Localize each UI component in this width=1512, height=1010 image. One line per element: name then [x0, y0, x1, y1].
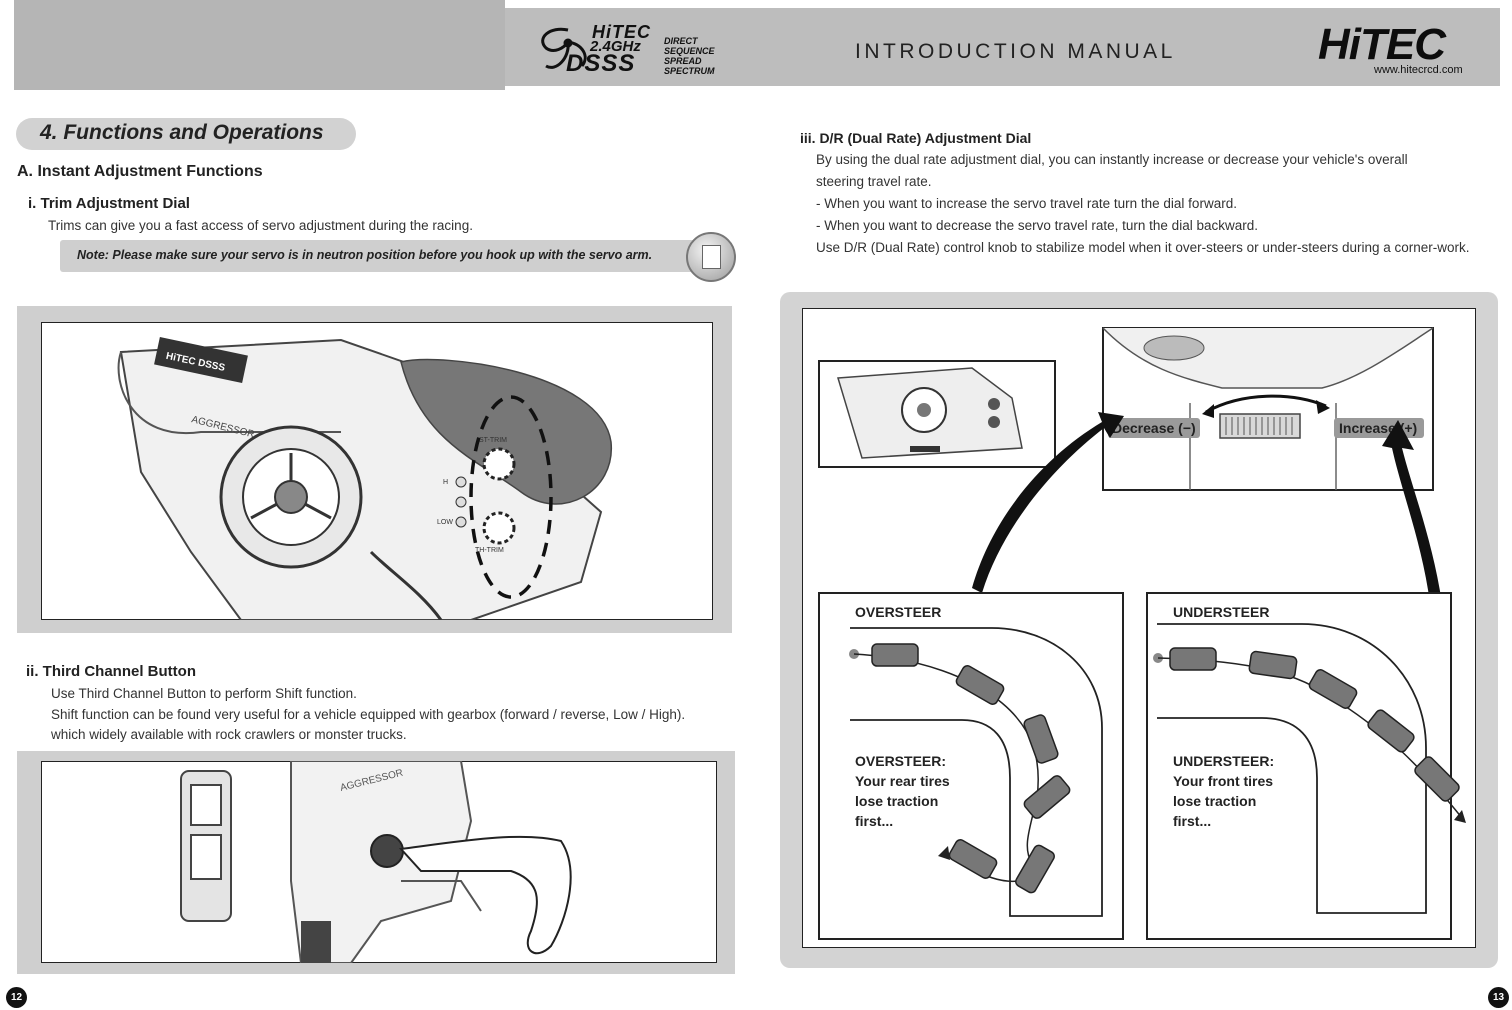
- trim-heading: i. Trim Adjustment Dial: [28, 195, 190, 212]
- decrease-badge: [1108, 418, 1200, 438]
- third-channel-figure: AGGRESSOR: [17, 751, 735, 974]
- third-channel-line-2: Shift function can be found very useful …: [51, 707, 686, 722]
- understeer-track: [1157, 623, 1427, 914]
- trim-text: Trims can give you a fast access of serv…: [48, 218, 473, 233]
- oversteer-caption-3: lose traction: [855, 793, 938, 809]
- header-right-band: [505, 8, 1500, 86]
- trim-highlight-ellipse: [469, 395, 553, 599]
- oversteer-title: OVERSTEER: [855, 604, 941, 620]
- transmitter-trim-illustration: HiTEC DSSS AGGRESSOR H LOW ST-TRIM TH-TR…: [41, 322, 713, 620]
- oversteer-cars: [871, 643, 1071, 894]
- subsection-heading: A. Instant Adjustment Functions: [17, 163, 263, 180]
- dsss-line-2: SEQUENCE: [664, 46, 715, 56]
- understeer-caption-2: Your front tires: [1173, 773, 1273, 789]
- oversteer-to-decrease-arrow: [972, 412, 1124, 593]
- dial-direction-arrow: [1205, 394, 1327, 414]
- finger-icon: [398, 835, 572, 955]
- dsss-description: DIRECT SEQUENCE SPREAD SPECTRUM: [664, 36, 715, 76]
- dsss-line-1: DIRECT: [664, 36, 698, 46]
- dual-rate-line-2: steering travel rate.: [816, 174, 932, 189]
- dsss-propeller-icon: [541, 27, 587, 69]
- section-title: 4. Functions and Operations: [40, 121, 324, 144]
- dual-rate-figure: Decrease (−) Increase (+) OVERSTEER OVER…: [780, 292, 1498, 968]
- understeer-caption-4: first...: [1173, 813, 1211, 829]
- third-channel-line-1: Use Third Channel Button to perform Shif…: [51, 686, 357, 701]
- understeer-caption-1: UNDERSTEER:: [1173, 753, 1274, 769]
- oversteer-track: [850, 627, 1103, 917]
- page-number-left: 12: [6, 987, 27, 1008]
- dsss-line-4: SPECTRUM: [664, 66, 715, 76]
- oversteer-caption-1: OVERSTEER:: [855, 753, 946, 769]
- dsss-frequency: 2.4GHz: [590, 38, 641, 55]
- third-channel-line-3: which widely available with rock crawler…: [51, 727, 407, 742]
- hitec-logo: HiTEC: [1318, 20, 1446, 69]
- brand-url: www.hitecrcd.com: [1374, 64, 1463, 76]
- fig1-high-label: H: [443, 479, 448, 486]
- note-box: [60, 240, 720, 272]
- understeer-title: UNDERSTEER: [1173, 604, 1269, 620]
- note-text: Note: Please make sure your servo is in …: [77, 248, 653, 262]
- dual-rate-line-4: - When you want to decrease the servo tr…: [816, 218, 1258, 233]
- trim-dial-figure: HiTEC DSSS AGGRESSOR H LOW ST-TRIM TH-TR…: [17, 306, 732, 633]
- third-channel-illustration: AGGRESSOR: [41, 761, 717, 963]
- understeer-caption-3: lose traction: [1173, 793, 1256, 809]
- oversteer-caption-2: Your rear tires: [855, 773, 950, 789]
- dual-rate-dial: [1219, 413, 1301, 439]
- manual-title: INTRODUCTION MANUAL: [855, 40, 1176, 63]
- dsss-line-3: SPREAD: [664, 56, 702, 66]
- understeer-cars: [1169, 647, 1460, 802]
- section-title-pill: [16, 118, 356, 150]
- understeer-to-increase-arrow: [1382, 420, 1442, 603]
- note-document-icon: [686, 232, 736, 282]
- dual-rate-line-1: By using the dual rate adjustment dial, …: [816, 152, 1408, 167]
- dsss-acronym: DSSS: [566, 50, 636, 77]
- increase-label: Increase (+): [1339, 420, 1417, 436]
- dual-rate-line-3: - When you want to increase the servo tr…: [816, 196, 1237, 211]
- oversteer-panel: [818, 592, 1124, 940]
- dual-rate-line-5: Use D/R (Dual Rate) control knob to stab…: [816, 240, 1470, 255]
- dsss-brand: HiTEC: [592, 22, 651, 42]
- fig1-th-trim-label: TH-TRIM: [475, 547, 504, 554]
- fig1-low-label: LOW: [437, 519, 453, 526]
- third-channel-heading: ii. Third Channel Button: [26, 663, 196, 680]
- fig1-st-trim-label: ST-TRIM: [479, 437, 507, 444]
- header-left-band: [14, 0, 505, 90]
- third-channel-button: [370, 834, 404, 868]
- dual-rate-heading: iii. D/R (Dual Rate) Adjustment Dial: [800, 130, 1032, 146]
- page-number-right: 13: [1488, 987, 1509, 1008]
- oversteer-caption-4: first...: [855, 813, 893, 829]
- decrease-label: Decrease (−): [1112, 420, 1196, 436]
- dual-rate-illustration: Decrease (−) Increase (+) OVERSTEER OVER…: [802, 308, 1476, 948]
- th-trim-dial: [482, 511, 516, 545]
- st-trim-dial: [482, 447, 516, 481]
